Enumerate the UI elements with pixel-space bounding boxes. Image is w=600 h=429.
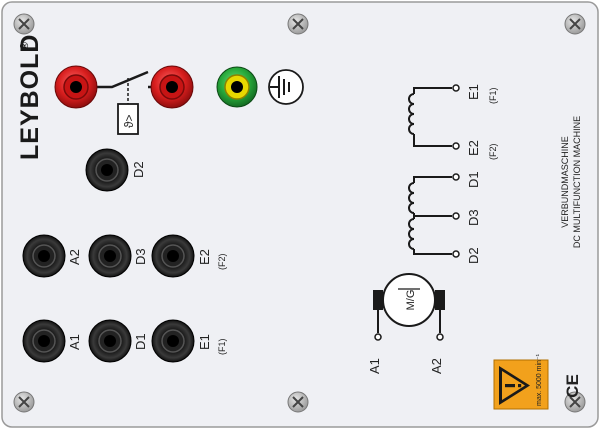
title-line-1: VERBUNDMASCHINE (560, 136, 570, 228)
schematic-label-a2: A2 (429, 358, 444, 374)
socket-d1[interactable] (88, 319, 132, 363)
motor-generator-symbol: M/G (373, 273, 445, 333)
schematic-label-d2: D2 (466, 247, 481, 264)
socket-d3[interactable] (88, 234, 132, 278)
terminal-d3 (452, 212, 460, 220)
socket-a1[interactable] (22, 319, 66, 363)
socket-label-e2-sub: (F2) (217, 254, 227, 271)
socket-label-e1: E1 (197, 334, 212, 350)
schematic-label-a1: A1 (367, 358, 382, 374)
screw-bottom-left (13, 391, 35, 413)
socket-label-e1-sub: (F1) (217, 339, 227, 356)
socket-label-e2: E2 (197, 249, 212, 265)
title-line-2: DC MULTIFUNCTION MACHINE (572, 116, 582, 248)
socket-label-d1: D1 (133, 333, 148, 350)
earth-ground-icon (268, 69, 304, 105)
socket-label-a1: A1 (67, 334, 82, 350)
terminal-e1 (452, 84, 460, 92)
socket-red-left[interactable] (54, 65, 98, 109)
warning-label: max. 5000 min⁻¹ (493, 353, 549, 410)
screw-top-left (13, 13, 35, 35)
thermal-switch-label: ϑ> (122, 114, 136, 128)
socket-e2[interactable] (151, 234, 195, 278)
socket-label-a2: A2 (67, 249, 82, 265)
schematic-label-e1: E1 (466, 84, 481, 100)
screw-bottom-right (564, 391, 586, 413)
ce-mark: CE (563, 374, 582, 398)
screw-top-middle (287, 13, 309, 35)
terminal-e2 (452, 142, 460, 150)
brand-registered-mark: ® (19, 42, 31, 50)
screw-top-right (564, 13, 586, 35)
schematic-label-e1-sub: (F1) (488, 88, 498, 105)
brand-logo: LEYBOLD (16, 34, 44, 160)
schematic-label-e2-sub: (F2) (488, 144, 498, 161)
socket-earth-green-yellow[interactable] (216, 66, 258, 108)
socket-red-right[interactable] (150, 65, 194, 109)
socket-a2[interactable] (22, 234, 66, 278)
motor-label: M/G (405, 290, 417, 311)
socket-label-d3: D3 (133, 248, 148, 265)
screw-bottom-middle (287, 391, 309, 413)
schematic-label-e2: E2 (466, 140, 481, 156)
socket-d2-top[interactable] (85, 148, 129, 192)
schematic-label-d1: D1 (466, 171, 481, 188)
terminal-a1 (374, 333, 382, 341)
series-winding-d1-d3-d2 (408, 176, 452, 255)
socket-label-d2-top: D2 (131, 161, 146, 178)
terminal-d2 (452, 250, 460, 258)
socket-e1[interactable] (151, 319, 195, 363)
terminal-a2 (436, 333, 444, 341)
schematic-label-d3: D3 (466, 209, 481, 226)
field-winding-e1-e2 (408, 87, 452, 147)
warning-speed-text: max. 5000 min⁻¹ (536, 353, 543, 406)
terminal-d1 (452, 173, 460, 181)
